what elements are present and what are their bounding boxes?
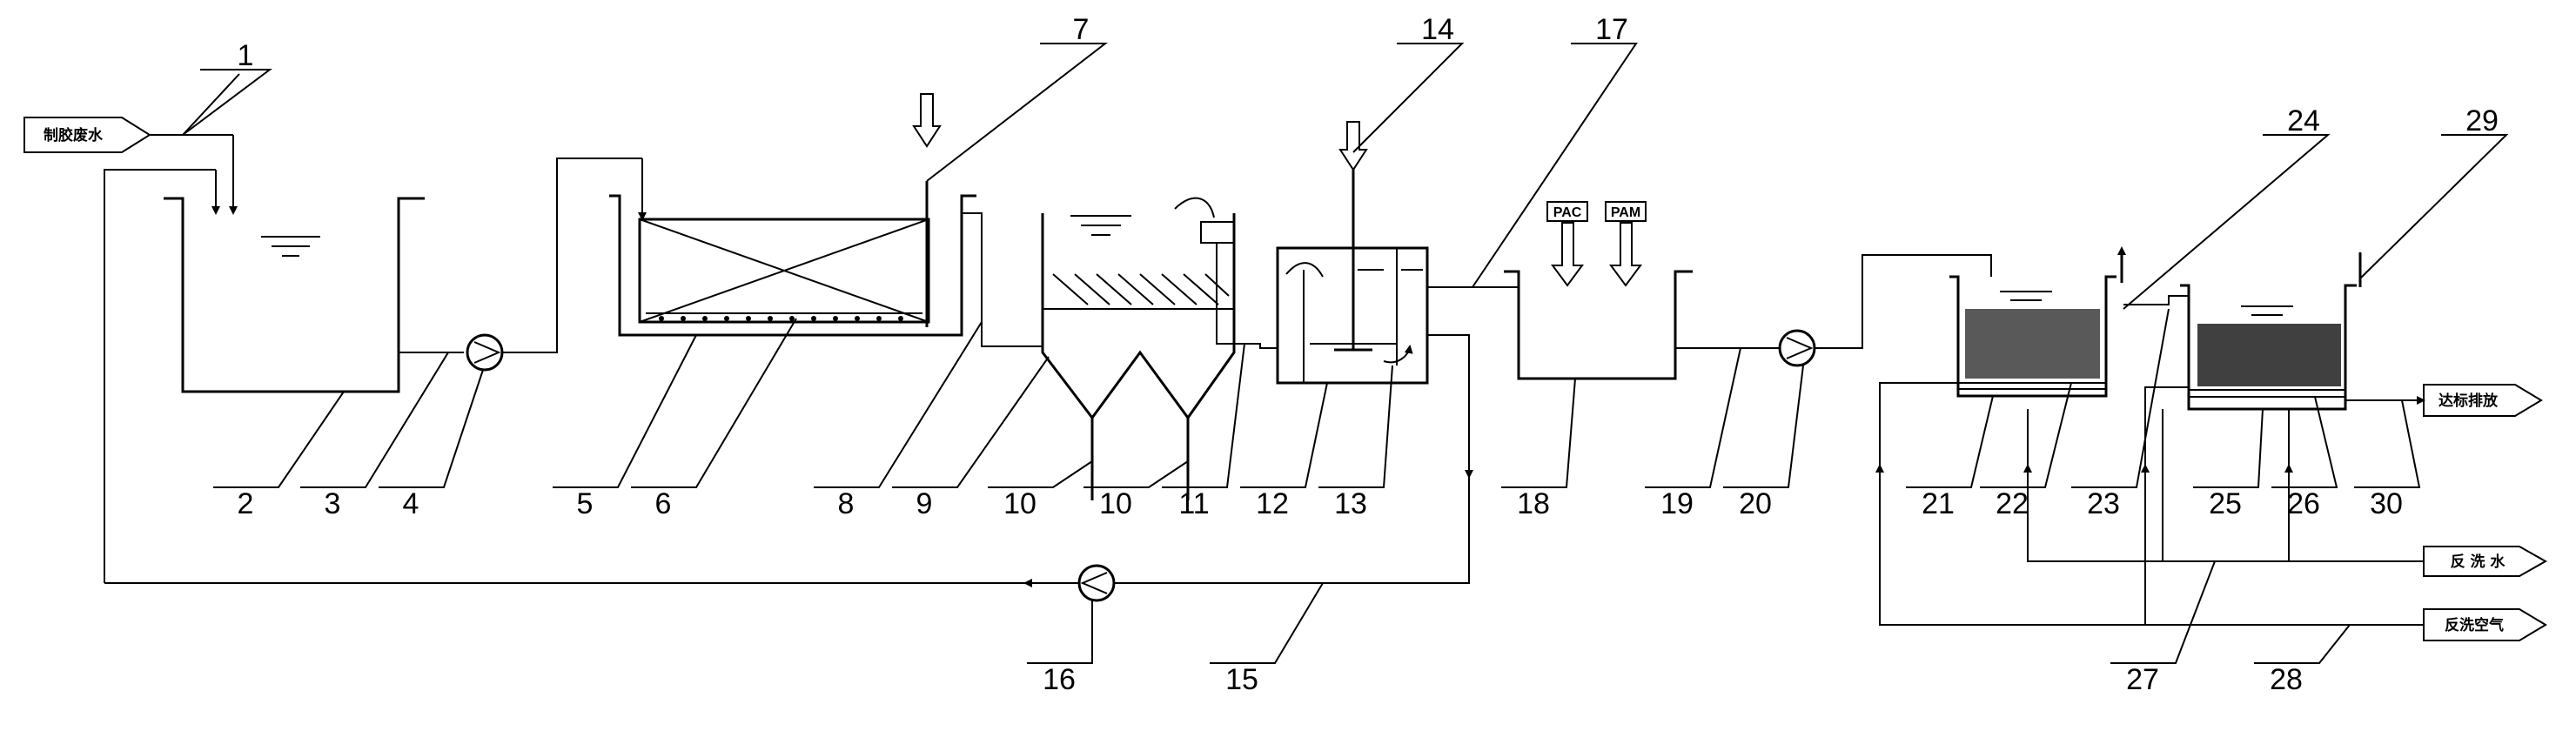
recycle-inlet: [104, 169, 220, 583]
label-13: 13: [1334, 487, 1367, 520]
svg-text:反 洗 水: 反 洗 水: [2451, 553, 2506, 571]
label-25: 25: [2209, 487, 2242, 520]
label-9: 9: [916, 487, 933, 520]
label-10b: 10: [1099, 487, 1132, 520]
label-1: 1: [238, 39, 254, 72]
label-26: 26: [2287, 487, 2320, 520]
pipe-11: [1216, 243, 1278, 349]
part-numbers: 1 7 14 17 24 29 2 3 4 5 6 8 9 10 10 11 1…: [238, 13, 2499, 696]
label-27: 27: [2126, 663, 2159, 696]
pipe-8: [962, 212, 1043, 347]
label-3: 3: [325, 487, 341, 520]
svg-text:反洗空气: 反洗空气: [2445, 616, 2504, 634]
label-20: 20: [1739, 487, 1772, 520]
label-10a: 10: [1003, 487, 1036, 520]
inlet-pipe: [150, 73, 240, 215]
label-16: 16: [1043, 663, 1076, 696]
aerator-row: [659, 316, 903, 321]
inclined-plates: [1052, 273, 1230, 305]
intermediate-tank: PAC PAM: [1504, 201, 1693, 380]
svg-text:制胶废水: 制胶废水: [44, 126, 104, 144]
pipe-23: [2123, 295, 2189, 305]
label-15: 15: [1225, 663, 1258, 696]
label-19: 19: [1660, 487, 1694, 520]
regulating-tank: [164, 197, 425, 393]
backwash-air-line: 反洗空气: [1875, 382, 2547, 641]
label-7: 7: [1073, 13, 1090, 46]
label-23: 23: [2087, 487, 2120, 520]
label-17: 17: [1595, 13, 1628, 46]
settling-tank: [1041, 197, 1236, 500]
backwash-water-line: 反 洗 水: [2023, 409, 2548, 577]
inlet-tag: 制胶废水: [23, 117, 151, 153]
label-22: 22: [1996, 487, 2029, 520]
filter-2: [2180, 252, 2362, 411]
label-29: 29: [2465, 104, 2499, 137]
pac-dose: PAC: [1546, 201, 1588, 287]
label-2: 2: [238, 487, 254, 520]
coagulation-tank: [1276, 121, 1429, 385]
label-6: 6: [655, 487, 672, 520]
filter-1: [1949, 246, 2126, 398]
label-5: 5: [577, 487, 594, 520]
lift-pump: [399, 158, 647, 372]
outlet: 达标排放: [2345, 384, 2543, 417]
svg-text:达标排放: 达标排放: [2438, 392, 2499, 410]
leaders: [182, 43, 2509, 664]
pam-dose: PAM: [1605, 201, 1647, 287]
filter-feed-pump: [1675, 254, 1992, 367]
reactor-tank: [609, 93, 976, 337]
label-21: 21: [1922, 487, 1955, 520]
label-8: 8: [838, 487, 855, 520]
label-12: 12: [1256, 487, 1289, 520]
label-11: 11: [1178, 487, 1209, 520]
svg-text:PAC: PAC: [1553, 205, 1582, 220]
label-18: 18: [1517, 487, 1550, 520]
sludge-return: [104, 334, 1473, 602]
label-14: 14: [1421, 13, 1454, 46]
label-30: 30: [2370, 487, 2403, 520]
label-4: 4: [403, 487, 419, 520]
label-24: 24: [2287, 104, 2320, 137]
label-28: 28: [2270, 663, 2303, 696]
svg-text:PAM: PAM: [1611, 205, 1640, 220]
